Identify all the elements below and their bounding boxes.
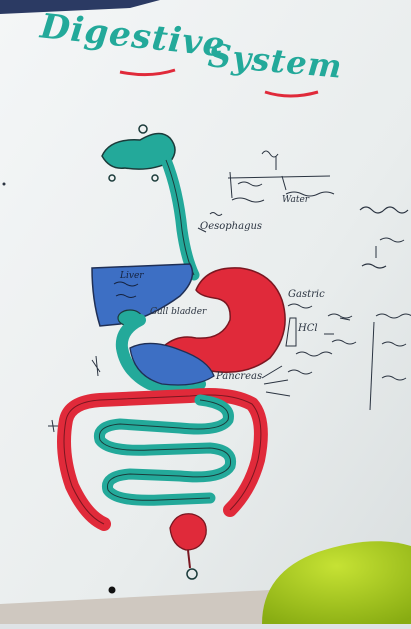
board-dot [3,183,6,186]
label-water: Water [282,196,309,205]
label-gall-bladder: Gall bladder [150,308,206,317]
board-screw [109,587,116,594]
label-liver: Liver [120,272,144,281]
label-pancreas: Pancreas [216,372,262,382]
label-gastric: Gastric [288,290,325,300]
label-hcl: HCl [298,324,318,334]
label-oesophagus: Oesophagus [200,222,262,232]
